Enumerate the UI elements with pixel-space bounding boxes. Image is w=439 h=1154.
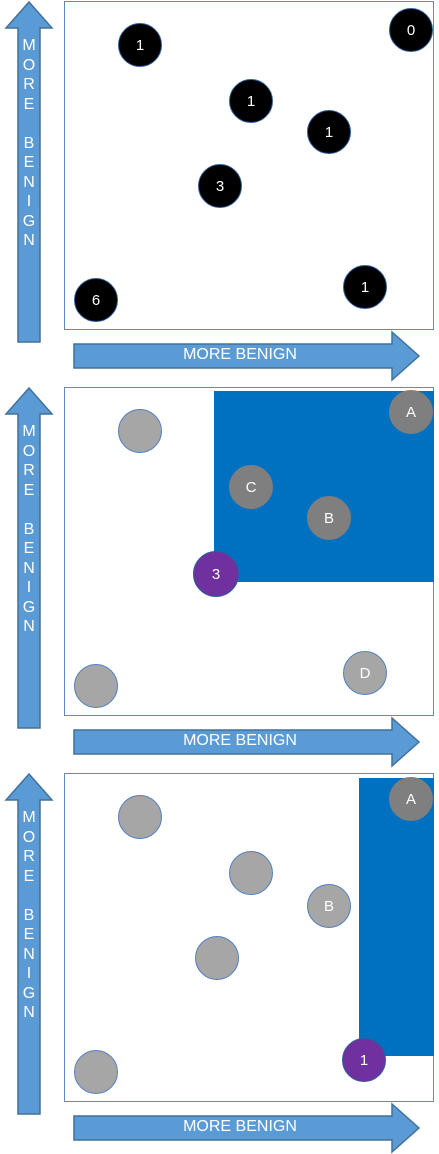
vertical-axis-label-char: E	[23, 926, 35, 943]
vertical-axis-label-char: I	[26, 579, 32, 596]
horizontal-axis-arrow	[73, 716, 421, 768]
vertical-axis-arrow	[4, 772, 54, 1115]
horizontal-axis-arrow	[73, 1102, 421, 1154]
vertical-axis-arrow	[4, 0, 54, 343]
data-point: C	[229, 465, 273, 509]
horizontal-axis-label: MORE BENIGN	[183, 346, 297, 363]
plot-area: 1 0 1 1 3 6 1	[64, 1, 434, 330]
data-point	[118, 795, 162, 839]
plot-area: A C B 3 D	[64, 387, 434, 716]
vertical-axis-label-char: M	[22, 809, 36, 826]
data-point: 3	[193, 551, 239, 597]
vertical-axis-label-char: B	[23, 520, 35, 538]
data-point	[74, 664, 118, 708]
vertical-axis-label-char: R	[23, 462, 35, 479]
data-point: 0	[389, 8, 433, 52]
vertical-axis-label-char: M	[22, 37, 36, 54]
vertical-axis-label-char: I	[26, 965, 32, 982]
vertical-axis-label-char: E	[23, 481, 35, 499]
data-point: D	[343, 651, 387, 695]
vertical-axis-label-char: N	[23, 945, 35, 963]
data-point: A	[389, 777, 433, 821]
vertical-axis-label-char: N	[23, 559, 35, 577]
vertical-axis-label-char: N	[23, 173, 35, 191]
vertical-axis-arrow	[4, 386, 54, 729]
vertical-axis-label-char: G	[22, 984, 36, 1002]
data-point: 1	[118, 23, 162, 67]
data-point: 1	[343, 265, 387, 309]
data-point	[118, 409, 162, 453]
data-point: 1	[342, 1038, 386, 1082]
vertical-axis-label-char: N	[23, 1004, 35, 1021]
vertical-axis-label-char: G	[22, 598, 36, 616]
vertical-axis-label-char: N	[23, 232, 35, 249]
highlight-region	[359, 778, 434, 1056]
vertical-axis-label-char: B	[23, 906, 35, 924]
vertical-axis-label-char: R	[23, 848, 35, 865]
vertical-axis-label-char	[27, 500, 31, 520]
vertical-axis-label-char: O	[22, 56, 36, 74]
data-point: 6	[74, 278, 118, 322]
vertical-axis-label-char: O	[22, 828, 36, 846]
vertical-axis-label-char: E	[23, 95, 35, 113]
vertical-axis-label-char: E	[23, 867, 35, 885]
vertical-axis-label-char: G	[22, 212, 36, 230]
data-point: B	[307, 884, 351, 928]
horizontal-axis-label: MORE BENIGN	[183, 1118, 297, 1135]
vertical-axis-label-char: R	[23, 76, 35, 93]
vertical-axis-label-char: N	[23, 618, 35, 635]
horizontal-axis-arrow	[73, 330, 421, 382]
data-point: 3	[198, 164, 242, 208]
data-point: 1	[307, 110, 351, 154]
data-point: 1	[229, 79, 273, 123]
data-point	[74, 1050, 118, 1094]
vertical-axis-label-char: E	[23, 540, 35, 557]
vertical-axis-label-char	[27, 114, 31, 134]
vertical-axis-label-char: M	[22, 423, 36, 440]
vertical-axis-label-char: O	[22, 442, 36, 460]
vertical-axis-label-char: B	[23, 134, 35, 152]
horizontal-axis-label: MORE BENIGN	[183, 732, 297, 749]
data-point: A	[389, 390, 433, 434]
data-point: B	[307, 496, 351, 540]
data-point	[229, 851, 273, 895]
data-point	[195, 936, 239, 980]
vertical-axis-label-char: I	[26, 193, 32, 210]
vertical-axis-label-char	[27, 886, 31, 906]
vertical-axis-label-char: E	[23, 154, 35, 171]
plot-area: A B 1	[64, 773, 434, 1102]
